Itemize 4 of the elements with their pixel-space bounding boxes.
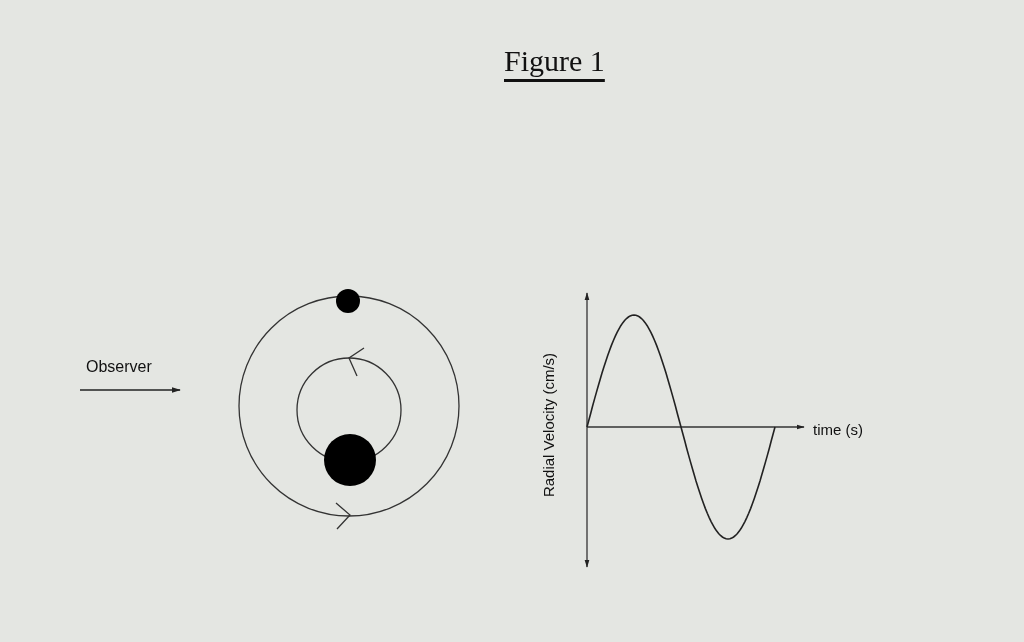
figure-title: Figure 1 (504, 44, 605, 78)
axis-title: time (s) (813, 421, 863, 438)
observer-label: Observer (86, 358, 152, 376)
axis-title: Radial Velocity (cm/s) (539, 352, 557, 498)
